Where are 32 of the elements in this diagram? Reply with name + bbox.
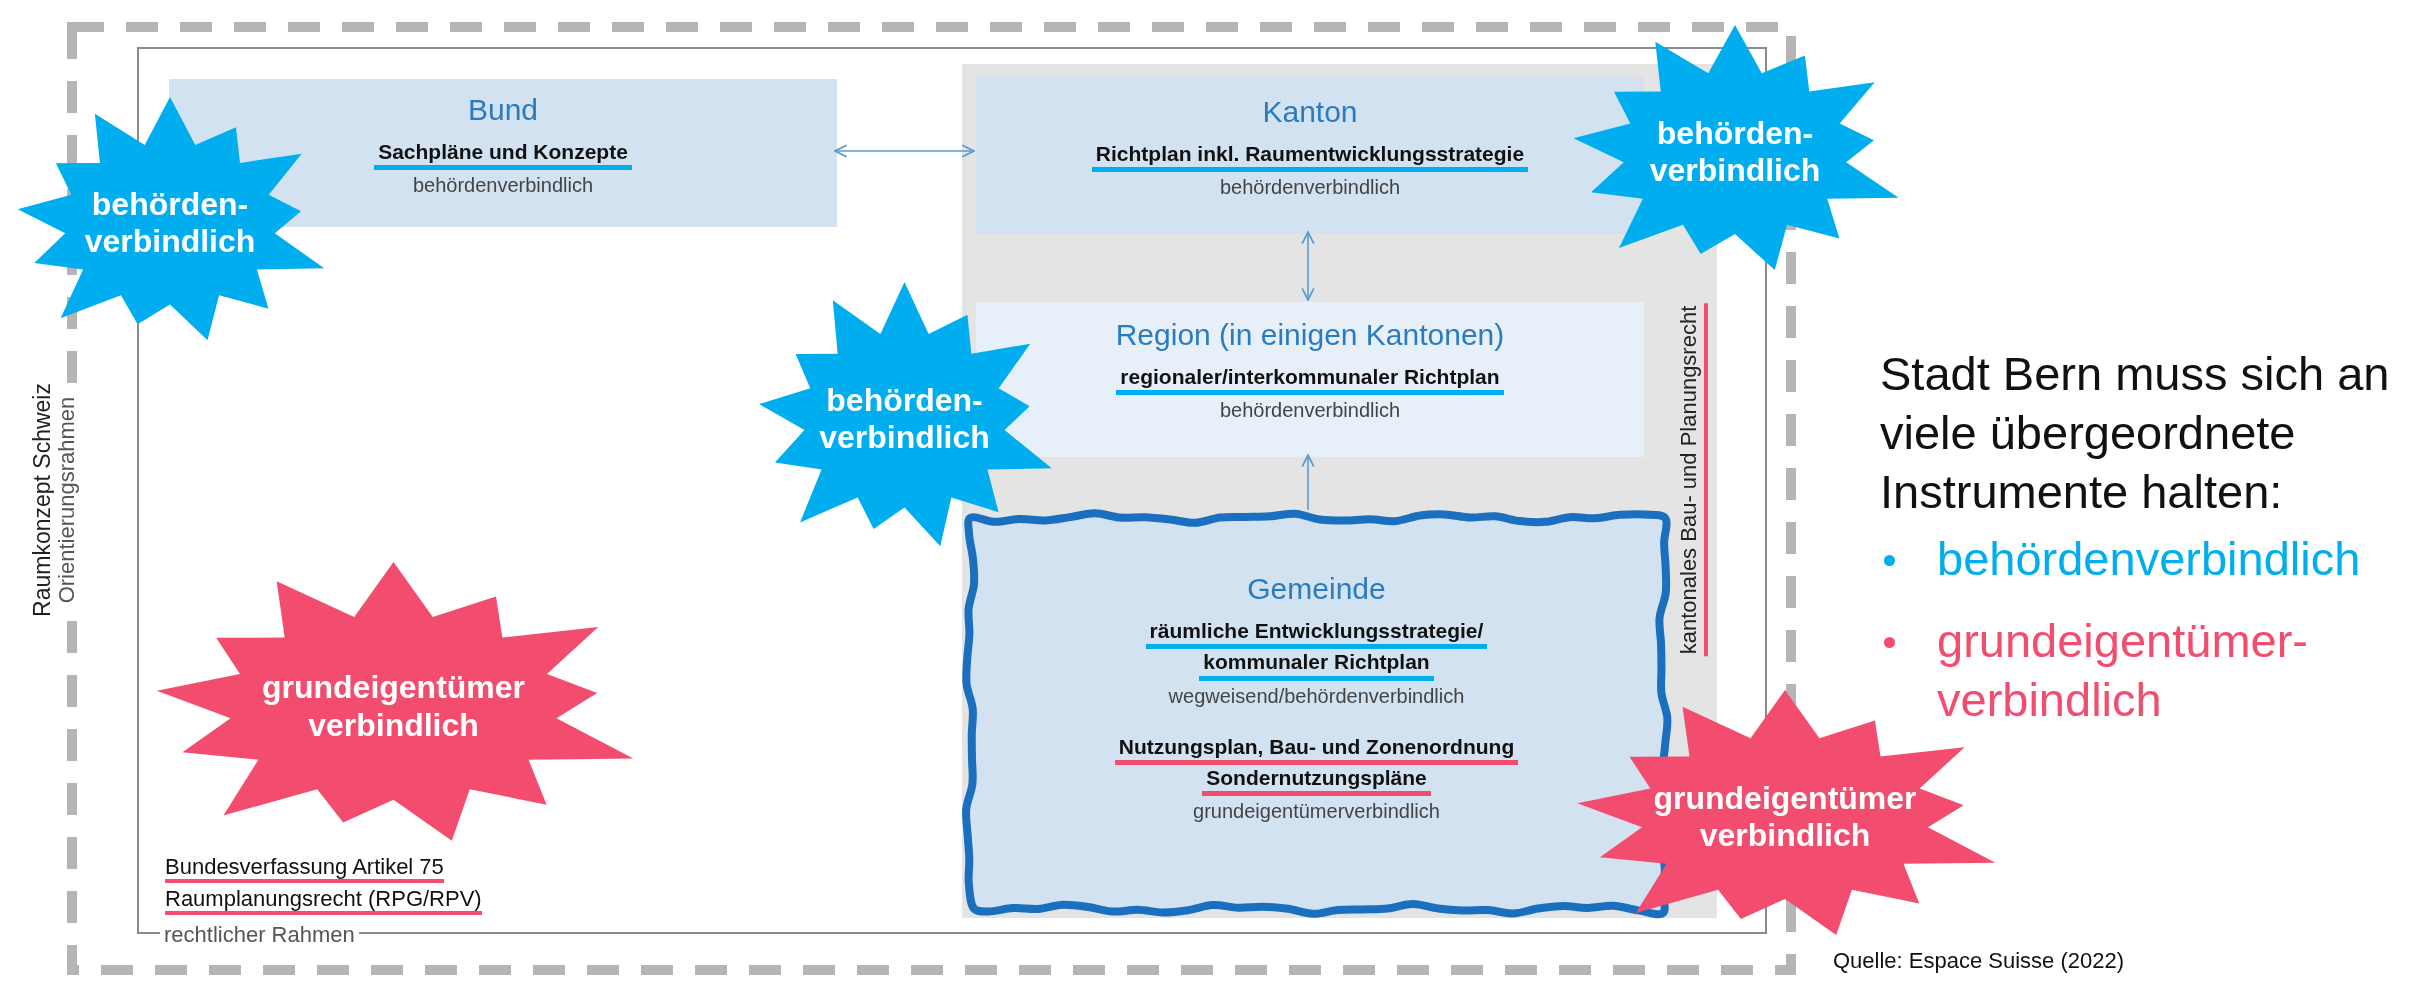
binding-note: behördenverbindlich	[1219, 399, 1401, 423]
badge-text: behörden- verbindlich	[1648, 114, 1822, 191]
source-text: Quelle: Espace Suisse (2022)	[1833, 948, 2125, 974]
badge-text: behörden- verbindlich	[83, 185, 257, 262]
level-box	[976, 77, 1644, 234]
instrument-text: kommunaler Richtplan	[1199, 649, 1434, 681]
law-text: Bundesverfassung Artikel 75	[165, 854, 444, 884]
badge-text: behörden- verbindlich	[818, 381, 991, 458]
binding-note: grundeigentümerverbindlich	[1193, 800, 1440, 823]
level-heading: Bund	[467, 93, 539, 127]
instrument-text: Nutzungsplan, Bau- und Zonenordnung	[1114, 733, 1519, 765]
level-heading: Kanton	[1262, 95, 1358, 129]
note-text: Stadt Bern muss sich an viele übergeordnete Instrumente halten:	[1880, 346, 2391, 520]
binding-note: behördenverbindlich	[1219, 176, 1401, 200]
binding-note: behördenverbindlich	[412, 174, 594, 198]
instrument-text: Sachpläne und Konzepte	[374, 139, 632, 171]
instrument-text: Sondernutzungspläne	[1202, 764, 1431, 796]
double-arrow	[1301, 231, 1315, 301]
instrument-text: regionaler/interkommunaler Richtplan	[1116, 364, 1504, 396]
instrument-text: Richtplan inkl. Raumentwicklungsstrategie	[1091, 141, 1529, 173]
level-heading: Region (in einigen Kantonen)	[1115, 318, 1505, 352]
instrument-text: räumliche Entwicklungsstrategie/	[1145, 618, 1488, 650]
vertical-label: kantonales Bau- und Planungsrecht	[1676, 303, 1708, 657]
legend-text: behördenverbindlich	[1937, 531, 2362, 587]
binding-note: wegweisend/behördenverbindlich	[1168, 684, 1465, 708]
arrow	[1301, 454, 1315, 511]
badge-text: grundeigentümer verbindlich	[260, 669, 527, 745]
double-arrow	[834, 144, 975, 158]
legend-text: grundeigentümer- verbindlich	[1937, 613, 2309, 728]
law-text: Raumplanungsrecht (RPG/RPV)	[165, 886, 482, 916]
badge-text: grundeigentümer verbindlich	[1652, 779, 1918, 856]
level-heading: Gemeinde	[1247, 572, 1386, 606]
